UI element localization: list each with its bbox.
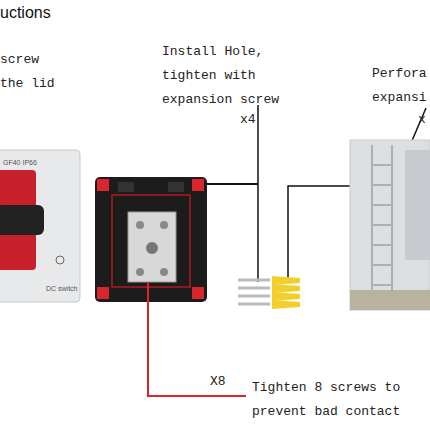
page-title: uctions <box>0 4 51 22</box>
terminal-block <box>128 212 176 282</box>
wall-photo-frame <box>350 140 430 310</box>
leader-line <box>288 186 350 282</box>
instruction-note: Tighten 8 screws to prevent bad contact <box>252 376 412 424</box>
gland <box>118 182 134 192</box>
ground <box>350 290 430 310</box>
rating-text: GF40 IP66 <box>3 158 73 167</box>
ladder <box>372 145 392 305</box>
leader-line <box>257 105 259 282</box>
callout-number: X8 <box>210 370 236 394</box>
wall-photo <box>350 140 430 310</box>
callout-number: x <box>418 108 430 132</box>
red-leader <box>148 282 246 396</box>
install-hole <box>97 287 109 299</box>
terminal-screw <box>160 268 168 276</box>
callout-number: x4 <box>240 108 264 132</box>
switch-text: DC switch <box>46 284 80 293</box>
switch-knob <box>0 205 44 235</box>
install-hole <box>192 179 204 191</box>
instruction-note: Perfora expansi <box>372 62 430 110</box>
gland <box>168 182 184 192</box>
install-hole <box>192 287 204 299</box>
instruction-note: Install Hole, tighten with expansion scr… <box>162 40 284 112</box>
seal-outline <box>112 195 190 287</box>
leader-line <box>205 183 258 185</box>
switch-back <box>95 177 207 302</box>
lock-symbol <box>56 256 64 264</box>
terminal-screw <box>136 221 144 229</box>
terminal-screw <box>136 268 144 276</box>
wall-panel <box>405 150 430 260</box>
expansion-screws <box>238 276 300 309</box>
install-hole <box>97 179 109 191</box>
terminal-screw <box>146 242 158 254</box>
terminal-screw <box>160 221 168 229</box>
instruction-note: screw the lid <box>0 48 60 96</box>
switch-front <box>0 150 80 302</box>
